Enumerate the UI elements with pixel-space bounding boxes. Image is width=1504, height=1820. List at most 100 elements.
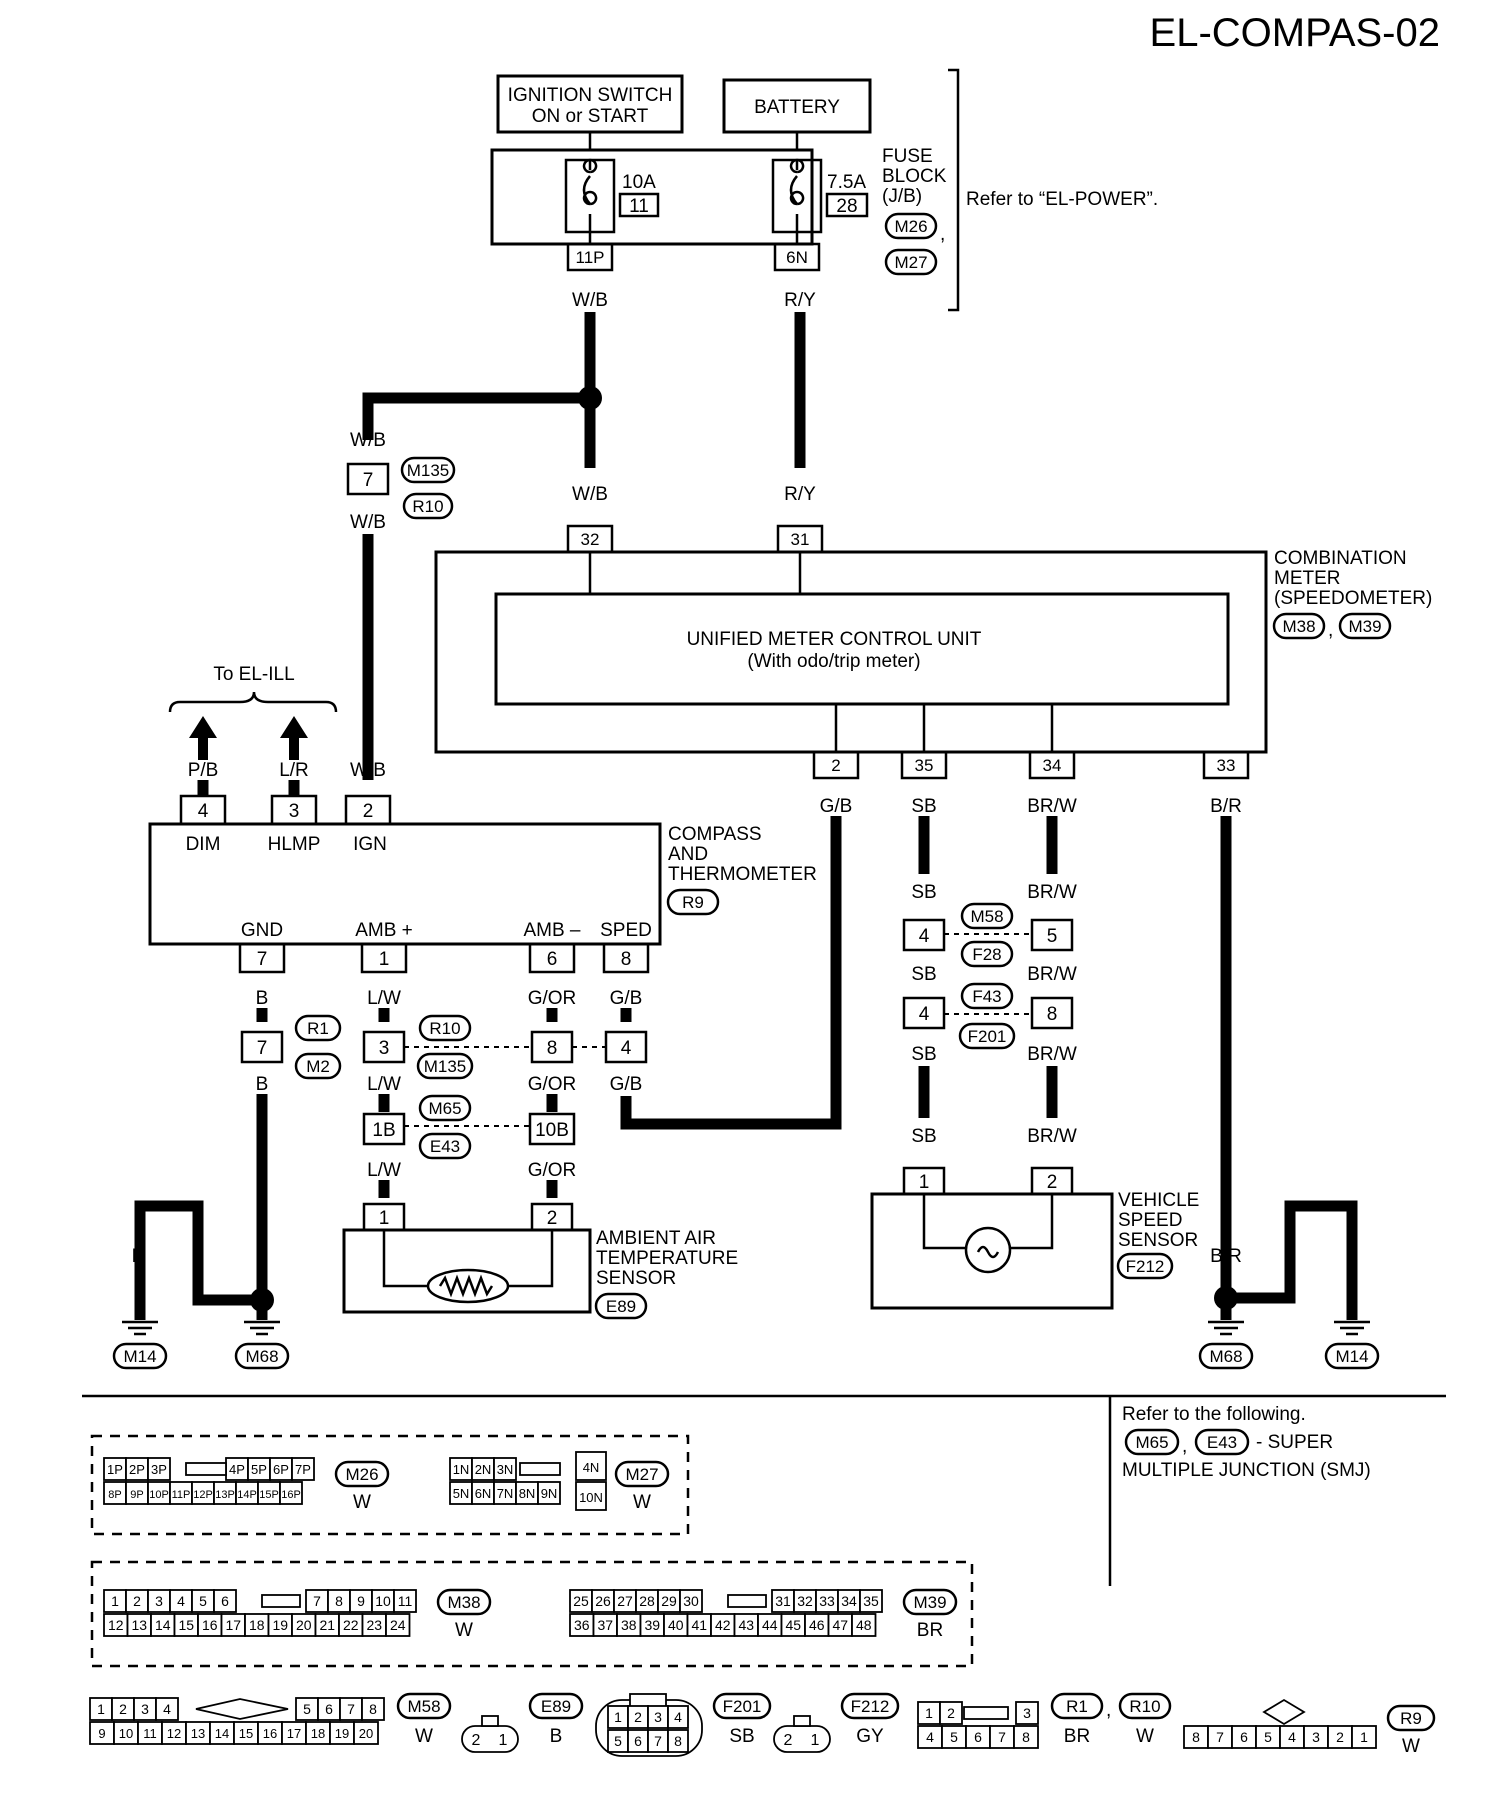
inline-code-r10: R10 [429, 1019, 460, 1038]
cv-m58-r1-pin: 3 [141, 1701, 149, 1717]
cv-m39-r1b-cell [859, 1589, 883, 1613]
cv-m26-r2-pin: 11P [172, 1489, 191, 1501]
wire-color-lw-3: L/W [367, 1160, 401, 1181]
wire-color-wb-compass: W/B [350, 760, 386, 781]
compass-label-3: THERMOMETER [668, 864, 817, 885]
cv-m38-r2-pin: 21 [319, 1617, 335, 1633]
wire-color-sb-5: SB [911, 1126, 936, 1147]
compass-label-amb-plus: AMB + [355, 920, 413, 941]
diagram-title: EL-COMPAS-02 [1150, 11, 1440, 55]
ambient-connector-e89: E89 [606, 1297, 636, 1316]
cv-m58-r1b-pin: 7 [347, 1701, 355, 1717]
cv-r9-pin: 3 [1312, 1729, 1320, 1745]
joint-code-m135: M135 [407, 461, 450, 480]
cv-r9-pin: 7 [1216, 1729, 1224, 1745]
cv-m39-r2-pin: 47 [832, 1617, 848, 1633]
wire-color-b-gnd2: B [256, 1074, 269, 1095]
cv-m38-r2-pin: 23 [366, 1617, 382, 1633]
cv-m38-r1b-pin: 8 [335, 1593, 343, 1609]
cv-m38-r2-pin: 12 [108, 1617, 124, 1633]
cv-m58-r2-cell [353, 1721, 379, 1745]
wire-color-b-gnd1: B [256, 988, 269, 1009]
refer-comma: , [1182, 1436, 1187, 1457]
ambient-pin-1: 1 [379, 1208, 390, 1229]
inline-r10-pin-8: 8 [547, 1038, 558, 1059]
inline-m58-pin-4: 4 [919, 926, 930, 947]
meter-pin-35: 35 [915, 756, 934, 775]
cv-m39-r2-pin: 46 [809, 1617, 825, 1633]
inline-f43-pin-8: 8 [1047, 1004, 1058, 1025]
cv-m38-r1b-pin: 10 [375, 1593, 391, 1609]
cv-r9-pin: 4 [1288, 1729, 1296, 1745]
cv-m39-r1b-pin: 35 [863, 1593, 879, 1609]
cv-e89-key [481, 1715, 499, 1727]
cv-m38-r2-pin: 24 [390, 1617, 406, 1633]
fuse-block: 10A 11 7.5A 28 [490, 148, 869, 246]
cv-m26-r2-pin: 16P [281, 1489, 301, 1501]
wire-color-pb: P/B [188, 760, 219, 781]
ground-m68-right: M68 [1209, 1347, 1242, 1366]
cv-m39-r2-pin: 42 [715, 1617, 731, 1633]
cv-m58-r2-pin: 9 [98, 1726, 105, 1741]
cv-r10-code: R10 [1129, 1697, 1160, 1716]
cv-m58-code: M58 [407, 1697, 440, 1716]
cv-m26-code: M26 [345, 1465, 378, 1484]
cv-m38-r1-pin: 5 [199, 1593, 207, 1609]
cv-m38-r2-pin: 22 [343, 1617, 359, 1633]
cv-f212-key [793, 1715, 811, 1727]
compass-pin-3: 3 [289, 801, 300, 822]
battery-label: BATTERY [754, 97, 840, 118]
cv-m38-r2-pin: 20 [296, 1617, 312, 1633]
meter-pin-34: 34 [1043, 756, 1062, 775]
joint-code-r10: R10 [412, 497, 443, 516]
compass-pin-7: 7 [257, 949, 268, 970]
cv-m39-r1b-pin: 31 [775, 1593, 791, 1609]
ground-m14-left: M14 [123, 1347, 156, 1366]
speed-label-3: SENSOR [1118, 1230, 1198, 1251]
cv-f201-r1-pin: 4 [674, 1709, 682, 1725]
cv-m39-r2-pin: 39 [644, 1617, 660, 1633]
cv-m38-r1-pin: 4 [177, 1593, 185, 1609]
cv-m58-r2-pin: 10 [119, 1726, 133, 1741]
compass-label-hlmp: HLMP [268, 834, 321, 855]
wire-color-lw-2: L/W [367, 1074, 401, 1095]
wire-color-wb-joint-bottom: W/B [350, 512, 386, 533]
cv-m38-code: M38 [447, 1593, 480, 1612]
compass-thermometer: DIM HLMP IGN GND AMB + AMB – SPED [148, 822, 662, 946]
cv-m26-r1-cell [291, 1457, 315, 1481]
cv-m26-r1-pin: 3P [151, 1462, 167, 1477]
cv-r1-r2-pin: 8 [1022, 1729, 1030, 1745]
cv-f201-r2-cell [667, 1729, 689, 1753]
cv-m27-r2-pin: 8N [519, 1486, 536, 1501]
cv-r1-r2-pin: 6 [974, 1729, 982, 1745]
cv-m38-color: W [455, 1620, 473, 1641]
speed-pin-1: 1 [919, 1172, 930, 1193]
cv-r1-r1b-cell [1015, 1701, 1039, 1725]
cv-m58-r1b-pin: 5 [303, 1701, 311, 1717]
inline-code-m65: M65 [428, 1099, 461, 1118]
cv-m38-r1b-pin: 7 [313, 1593, 321, 1609]
compass-label-1: COMPASS [668, 824, 762, 845]
cv-m58-r2-pin: 19 [335, 1726, 349, 1741]
cv-m26-r2-pin: 8P [108, 1489, 121, 1501]
wire-color-lr: L/R [279, 760, 309, 781]
wire-color-wb-joint-top: W/B [350, 430, 386, 451]
ambient-label-1: AMBIENT AIR [596, 1228, 716, 1249]
cv-m58-r2-pin: 11 [143, 1726, 157, 1741]
cv-m38-r2-cell [385, 1613, 411, 1637]
cv-m58-r1-cell [155, 1697, 179, 1721]
compass-label-2: AND [668, 844, 708, 865]
refer-smj: MULTIPLE JUNCTION (SMJ) [1122, 1460, 1371, 1481]
cv-m39-code: M39 [913, 1593, 946, 1612]
cv-m38-r2-pin: 18 [249, 1617, 265, 1633]
cv-m27-latch [519, 1462, 561, 1476]
cv-m38-r2-pin: 19 [272, 1617, 288, 1633]
inline-r1m2-pin: 7 [257, 1038, 268, 1059]
cv-m58-r1-pin: 1 [97, 1701, 105, 1717]
cv-f201-r2-pin: 5 [614, 1733, 622, 1749]
refer-code-m65: M65 [1135, 1433, 1168, 1452]
joint-pin-7: 7 [363, 470, 374, 491]
cv-m26-r2-pin: 9P [130, 1489, 143, 1501]
wire-color-lw-1: L/W [367, 988, 401, 1009]
